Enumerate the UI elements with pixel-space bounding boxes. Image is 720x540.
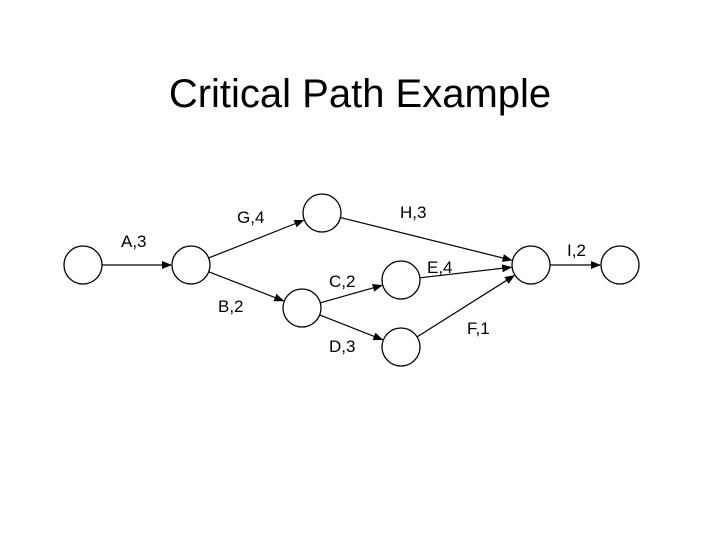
activity-arrow-d [319, 314, 384, 341]
event-nodes [63, 193, 640, 367]
event-node-6 [381, 327, 421, 367]
activity-labels: A,3 G,4B,2 H,3C,2D,3 E,4F,1 I,2 [121, 203, 586, 356]
event-node-8 [600, 245, 640, 285]
event-node-5 [381, 260, 421, 300]
activity-label-b: B,2 [218, 297, 244, 316]
activity-arrow-c [320, 284, 383, 304]
activity-label-a: A,3 [121, 232, 147, 251]
event-node-1 [63, 245, 103, 285]
activity-arrow-h [340, 217, 513, 262]
activity-arrows [102, 217, 601, 341]
activity-label-g: G,4 [237, 208, 264, 227]
activity-label-c: C,2 [329, 272, 355, 291]
activity-arrow-e [419, 264, 513, 279]
event-node-7 [511, 245, 551, 285]
activity-label-e: E,4 [427, 258, 453, 277]
slide-title: Critical Path Example [168, 72, 552, 116]
activity-arrow-g [208, 219, 305, 259]
activity-label-d: D,3 [329, 337, 355, 356]
event-node-3 [302, 193, 342, 233]
event-node-2 [171, 245, 211, 285]
activity-arrow-f [416, 275, 515, 338]
activity-arrow-b [208, 271, 285, 302]
activity-label-h: H,3 [400, 203, 426, 222]
event-node-4 [282, 288, 322, 328]
activity-label-i: I,2 [567, 241, 586, 260]
activity-label-f: F,1 [467, 319, 490, 338]
